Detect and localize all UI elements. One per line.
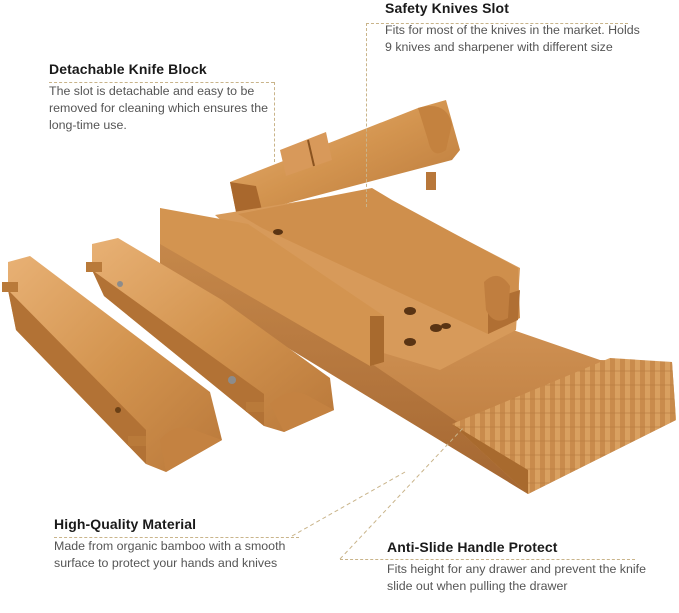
callout-safety-knives-slot: Safety Knives Slot Fits for most of the … [385, 0, 645, 56]
callout-title: Safety Knives Slot [385, 0, 509, 16]
left-rail-inner [86, 238, 334, 432]
guide-material-diagonal [291, 471, 406, 537]
guide-detachable-vertical [274, 82, 275, 162]
guide-safety-horizontal [366, 23, 628, 24]
left-rail-outer [2, 256, 222, 472]
main-tray [160, 188, 676, 494]
callout-title: High-Quality Material [54, 516, 197, 532]
guide-safety-vertical [366, 23, 367, 207]
guide-antislide-diagonal [339, 426, 465, 560]
callout-body: Fits height for any drawer and prevent t… [387, 562, 646, 593]
guide-antislide-horizontal [340, 559, 635, 560]
guide-detachable-horizontal [49, 82, 274, 83]
callout-title: Detachable Knife Block [49, 61, 207, 77]
callout-detachable-knife-block: Detachable Knife Block The slot is detac… [49, 61, 284, 134]
callout-high-quality-material: High-Quality Material Made from organic … [54, 516, 294, 572]
callout-title: Anti-Slide Handle Protect [387, 539, 558, 555]
callout-anti-slide-handle-protect: Anti-Slide Handle Protect Fits height fo… [387, 539, 657, 595]
detachable-slot-block [230, 100, 460, 212]
callout-body: The slot is detachable and easy to be re… [49, 84, 269, 132]
guide-material-horizontal [54, 537, 299, 538]
callout-body: Fits for most of the knives in the marke… [385, 23, 640, 54]
callout-body: Made from organic bamboo with a smooth s… [54, 539, 286, 570]
